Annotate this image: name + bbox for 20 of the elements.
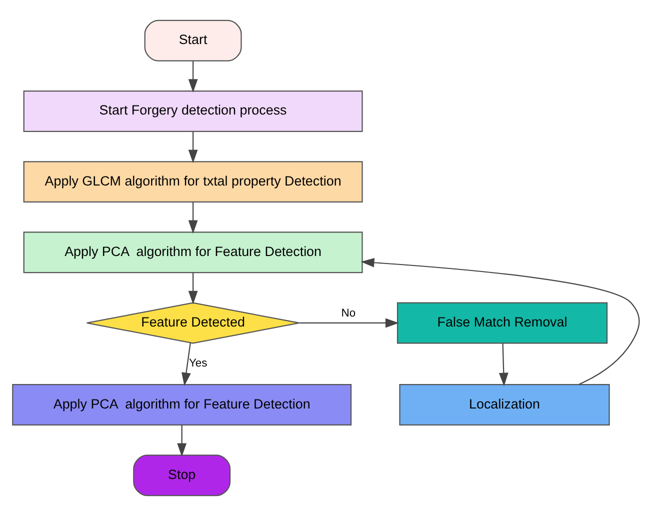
arrow [188, 131, 198, 163]
edge-label: No [341, 306, 356, 319]
node-diamond: Feature Detected [86, 302, 300, 344]
node-box: Stop [133, 454, 231, 496]
node-box: Apply GLCM algorithm for txtal property Detection [23, 160, 363, 202]
arrow [188, 202, 198, 234]
node-box: Start Forgery detection process [23, 90, 363, 132]
arrow [498, 342, 508, 386]
arrow [177, 424, 187, 456]
node-box: False Match Removal [396, 302, 608, 344]
arrow [188, 272, 198, 304]
edge-label: Yes [188, 357, 208, 370]
node-box: Apply PCA algorithm for Feature Detection [23, 231, 363, 273]
arrow [188, 60, 198, 92]
arrow [360, 257, 640, 384]
arrow [182, 342, 191, 386]
node-box: Start [144, 19, 242, 61]
node-box: Apply PCA algorithm for Feature Detection [12, 384, 352, 425]
node-box: Localization [399, 384, 610, 425]
arrow [299, 318, 399, 328]
